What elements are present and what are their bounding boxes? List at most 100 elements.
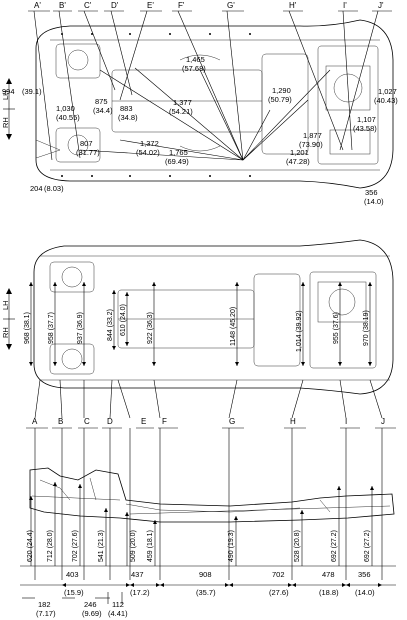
- ref-letter: A: [32, 417, 38, 426]
- height-label: 509 (20.0): [130, 530, 137, 562]
- dim-label: (34.4): [93, 106, 113, 115]
- dim-label: (69.49): [165, 157, 189, 166]
- ref-letter: E': [147, 1, 154, 10]
- top-body-outline: [35, 19, 394, 189]
- height-label: 490 (19.3): [228, 530, 235, 562]
- top-dimension-labels: 994 (39.1) 1,030 (40.55) 875 (34.4) 883 …: [2, 55, 398, 206]
- middle-view: RH LH 968 (: [1, 239, 394, 419]
- height-arrowheads: [29, 482, 374, 524]
- bottom-view: A B C D E F G H I J: [20, 417, 396, 618]
- dim-label: 1,107: [357, 115, 376, 124]
- ref-letter: D': [111, 1, 119, 10]
- bottom-ref-letters: A B C D E F G H I J: [32, 417, 385, 426]
- width-label: 955 (37.6): [333, 312, 340, 344]
- span-label: (14.0): [355, 588, 375, 597]
- height-label: 541 (21.3): [98, 530, 105, 562]
- ref-letter: C': [84, 1, 92, 10]
- ref-letter: E: [141, 417, 146, 426]
- span-label: (7.17): [36, 609, 56, 618]
- rh-label: RH: [1, 327, 10, 338]
- span-label: 437: [131, 570, 144, 579]
- dim-label: (73.90): [299, 140, 323, 149]
- ref-letter: J': [378, 1, 384, 10]
- dim-label: 1,030: [56, 104, 75, 113]
- lh-label: LH: [1, 300, 10, 310]
- span-label: 246: [84, 600, 97, 609]
- ref-letter: F': [178, 1, 185, 10]
- dim-label: (39.1): [22, 87, 42, 96]
- dim-label: (50.79): [268, 95, 292, 104]
- ref-letter: I: [345, 417, 347, 426]
- height-lines: [34, 428, 383, 580]
- dim-label: 1,765: [169, 148, 188, 157]
- height-label: 620 (24.4): [27, 530, 34, 562]
- dim-label: 204: [30, 184, 43, 193]
- width-label: 610 (24.0): [120, 304, 127, 336]
- ref-letter: I': [343, 1, 347, 10]
- span-label: 702: [272, 570, 285, 579]
- dim-label: 1,877: [303, 131, 322, 140]
- dim-label: (31.77): [76, 148, 100, 157]
- dim-label: 883: [120, 104, 133, 113]
- span-label: (27.6): [269, 588, 289, 597]
- width-label: 922 (36.3): [147, 312, 154, 344]
- dim-label: (40.43): [374, 96, 398, 105]
- top-ref-letters: A' B' C' D' E' F' G' H' I' J': [34, 1, 384, 10]
- height-arrows: [30, 482, 373, 566]
- ref-letter: H: [290, 417, 296, 426]
- dim-label: (54.02): [136, 148, 160, 157]
- height-label: 702 (27.6): [72, 530, 79, 562]
- span-labels-bottom: 182 (7.17) 246 (9.69) 112 (4.41): [36, 600, 128, 618]
- dim-label: 1,372: [140, 139, 159, 148]
- dim-label: (40.55): [56, 113, 80, 122]
- span-line-bottom: [22, 592, 123, 604]
- width-label: 970 (38.19): [363, 310, 370, 346]
- dim-label: (43.58): [353, 124, 377, 133]
- lh-label: LH: [1, 90, 10, 100]
- middle-width-labels: 968 (38.1) 958 (37.7) 937 (36.9) 844 (33…: [24, 304, 370, 352]
- dim-label: 1,201: [290, 148, 309, 157]
- ref-letter: B: [58, 417, 63, 426]
- height-labels: 620 (24.4) 712 (28.0) 702 (27.6) 541 (21…: [27, 530, 371, 562]
- middle-width-arrows: [30, 282, 371, 366]
- dim-label: (34.8): [118, 113, 138, 122]
- top-side-indicator: RH LH: [1, 78, 15, 140]
- dim-label: (47.28): [286, 157, 310, 166]
- span-label: (35.7): [196, 588, 216, 597]
- span-label: 403: [66, 570, 79, 579]
- width-label: 968 (38.1): [24, 312, 31, 344]
- dim-label: (14.0): [364, 197, 384, 206]
- middle-body-parts: [40, 255, 390, 381]
- ref-letter: G: [229, 417, 235, 426]
- height-label: 528 (20.8): [294, 530, 301, 562]
- width-label: 844 (33.2): [107, 309, 114, 341]
- height-label: 692 (27.2): [364, 530, 371, 562]
- dim-label: 875: [95, 97, 108, 106]
- width-label: 958 (37.7): [48, 312, 55, 344]
- top-view: A' B' C' D' E' F' G' H' I' J': [1, 1, 398, 206]
- dim-label: (8.03): [44, 184, 64, 193]
- width-label: 1148 (45.20): [230, 307, 237, 346]
- height-label: 692 (27.2): [331, 530, 338, 562]
- top-body-parts: [35, 43, 379, 165]
- dim-label: (54.21): [169, 107, 193, 116]
- ref-letter: C: [84, 417, 90, 426]
- ref-letter: G': [227, 1, 235, 10]
- height-label: 459 (18.1): [147, 530, 154, 562]
- ref-letter: A': [34, 1, 41, 10]
- width-label: 937 (36.9): [77, 312, 84, 344]
- ref-letter: J: [381, 417, 385, 426]
- span-labels-top: 403 (15.9) 437 (17.2) 908 (35.7) 702 (27…: [64, 570, 375, 597]
- span-label: (4.41): [108, 609, 128, 618]
- rh-label: RH: [1, 117, 10, 128]
- middle-to-letter-leaders: [34, 379, 383, 419]
- span-label: 908: [199, 570, 212, 579]
- dim-label: 1,027: [378, 87, 397, 96]
- dim-label: 994: [2, 87, 15, 96]
- span-label: 182: [38, 600, 51, 609]
- span-label: (9.69): [82, 609, 102, 618]
- dim-label: 1,377: [173, 98, 192, 107]
- dim-label: 356: [365, 188, 378, 197]
